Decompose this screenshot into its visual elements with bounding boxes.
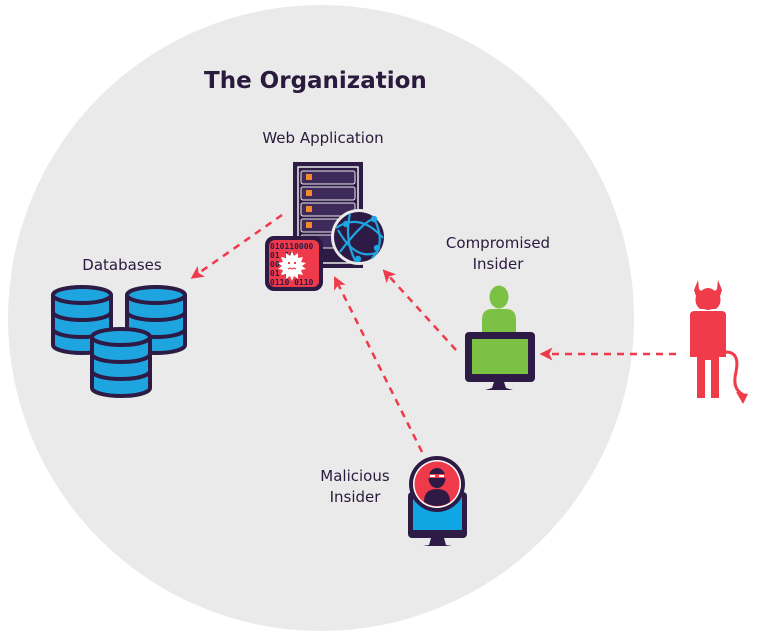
malicious-insider-label-line1: Malicious: [320, 467, 390, 485]
binary-row: 0110 0110: [270, 278, 314, 287]
virus-icon: [278, 251, 306, 281]
malicious-insider-label-line2: Insider: [329, 488, 381, 506]
devil-icon[interactable]: [690, 280, 748, 404]
malicious-insider-label: Malicious Insider: [305, 466, 405, 508]
masked-user-monitor-icon[interactable]: [408, 456, 467, 546]
compromised-insider-label-line2: Insider: [472, 255, 524, 273]
binary-row: 010110000: [270, 242, 314, 251]
compromised-insider-label: Compromised Insider: [432, 233, 564, 275]
organization-title: The Organization: [204, 68, 427, 94]
edges: [190, 213, 676, 453]
edge-webapp-to-databases: [190, 213, 283, 279]
malware-binary-icon: 010110000 01 1C 00 1 01 0 0110 0110: [265, 236, 323, 291]
database-icon[interactable]: [51, 285, 187, 398]
edge-compromised-to-webapp: [382, 269, 457, 351]
binary-row: 01 0: [270, 269, 289, 278]
databases-label: Databases: [82, 256, 162, 274]
globe-network-icon: [331, 209, 387, 265]
binary-row: 01 1C: [270, 251, 294, 260]
web-application-label: Web Application: [262, 129, 384, 147]
database-cylinder: [90, 327, 152, 398]
edge-malicious-to-webapp: [334, 276, 424, 453]
compromised-insider-label-line1: Compromised: [445, 234, 551, 252]
binary-row: 00 1: [270, 260, 289, 269]
organization-boundary: [8, 5, 634, 631]
user-at-computer-icon[interactable]: [465, 285, 535, 391]
